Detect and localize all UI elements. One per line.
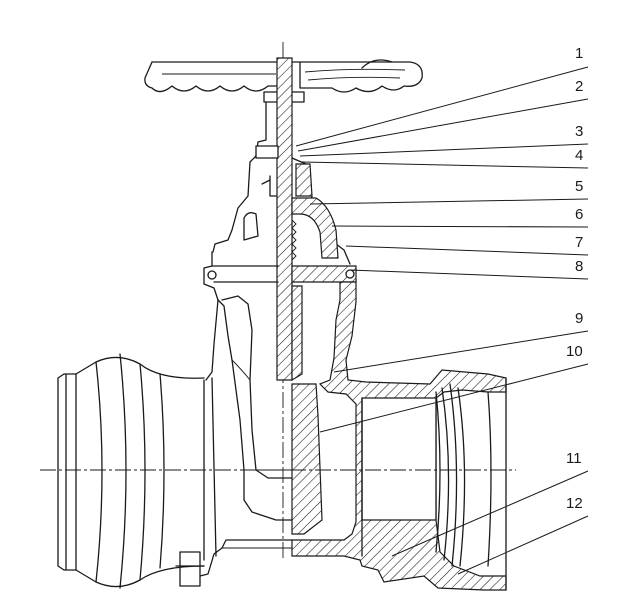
callout-leader-3 [299, 143, 589, 157]
callout-leader-11 [391, 470, 589, 557]
callout-label-12: 12 [566, 495, 583, 512]
callout-leader-8 [349, 269, 589, 280]
valve-stem [276, 57, 293, 381]
left-socket [57, 353, 205, 589]
callout-label-7: 7 [575, 234, 583, 251]
callout-label-2: 2 [575, 78, 583, 95]
callout-label-5: 5 [575, 178, 583, 195]
callout-leader-2 [297, 98, 589, 152]
valve-body-section [291, 281, 507, 591]
callout-leader-6 [331, 225, 589, 228]
callout-leader-7 [345, 245, 589, 256]
gate-wedge-section [291, 383, 323, 535]
stem-thread [291, 219, 297, 261]
callout-label-4: 4 [575, 147, 583, 164]
callout-label-10: 10 [566, 343, 583, 360]
callout-leader-12 [457, 515, 589, 575]
valve-body-left [175, 299, 293, 587]
callout-label-8: 8 [575, 258, 583, 275]
callout-leader-5 [309, 198, 589, 205]
callout-label-6: 6 [575, 206, 583, 223]
callout-leader-9 [333, 330, 589, 373]
callout-leader-10 [319, 363, 589, 433]
valve-bonnet [203, 101, 357, 301]
stem-nut [291, 285, 303, 382]
callout-leader-1 [295, 66, 589, 147]
callout-label-11: 11 [566, 450, 582, 467]
callout-label-1: 1 [575, 45, 583, 62]
callout-leader-4 [301, 161, 589, 169]
callout-label-9: 9 [575, 310, 583, 327]
callout-label-3: 3 [575, 123, 583, 140]
